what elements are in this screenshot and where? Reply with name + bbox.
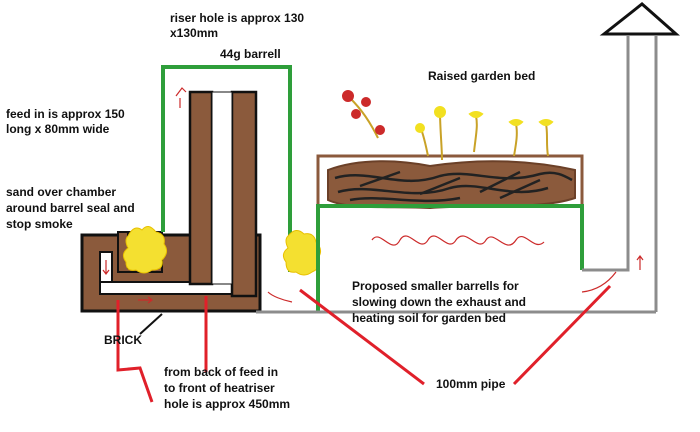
barrel-outline (161, 65, 292, 272)
label-riser-hole-line-1: riser hole is approx 130 (170, 11, 304, 25)
label-feed-back-line-1: from back of feed in (164, 365, 278, 379)
flow-squiggle-bed (371, 235, 545, 246)
pointer-pipe-right (512, 284, 612, 386)
label-proposed-line-1: Proposed smaller barrells for (352, 279, 519, 293)
label-garden-bed: Raised garden bed (428, 69, 535, 83)
label-sand-line-3: stop smoke (6, 217, 73, 231)
label-proposed-line-2: slowing down the exhaust and (352, 295, 526, 309)
flow-arrow-chimney (636, 255, 644, 270)
flow-arrow-exit (581, 271, 617, 293)
sand-seal (122, 226, 322, 276)
plant-yellow-3 (468, 111, 484, 153)
plant-yellow-2 (434, 106, 446, 161)
plant-yellow-1 (415, 123, 429, 157)
labels: riser hole is approx 130 x130mm 44g barr… (6, 11, 535, 411)
heat-riser-right-wall (230, 90, 258, 298)
label-sand-line-2: around barrel seal and (6, 201, 135, 215)
pointer-pipe-left (299, 288, 425, 386)
exhaust-pipe (256, 36, 658, 314)
plants (342, 90, 554, 161)
chimney-inner (582, 36, 630, 272)
label-proposed-line-3: heating soil for garden bed (352, 311, 506, 325)
pointer-lines (116, 284, 612, 403)
garden-bed-barrel-outline (316, 204, 584, 312)
label-brick: BRICK (104, 333, 142, 347)
chimney-cap-icon (599, 2, 680, 36)
pointer-feed-back (116, 300, 154, 403)
flow-arrow-base (267, 291, 293, 303)
garden-soil-texture (334, 170, 573, 203)
label-sand-line-1: sand over chamber (6, 185, 116, 199)
label-pipe: 100mm pipe (436, 377, 506, 391)
flow-arrow-feed (138, 296, 153, 304)
plant-yellow-5 (538, 119, 554, 157)
label-feed-in-line-1: feed in is approx 150 (6, 107, 125, 121)
heat-riser-left-wall (188, 90, 214, 286)
label-feed-back-line-2: to front of heatriser (164, 381, 275, 395)
sand-seal-right (282, 230, 322, 276)
plant-yellow-4 (508, 119, 524, 157)
flow-arrows (102, 87, 644, 304)
sand-seal-left (122, 226, 168, 274)
plant-red (342, 90, 385, 139)
label-riser-hole-line-2: x130mm (170, 26, 218, 40)
label-feed-in-line-2: long x 80mm wide (6, 122, 110, 136)
heat-riser-core (211, 91, 233, 285)
label-feed-back-line-3: hole is approx 450mm (164, 397, 290, 411)
pointer-brick (139, 313, 163, 335)
label-barrel: 44g barrell (220, 47, 281, 61)
garden-bed (316, 154, 584, 312)
flow-arrow-down (102, 260, 110, 275)
flow-arrow-riser (175, 87, 187, 108)
